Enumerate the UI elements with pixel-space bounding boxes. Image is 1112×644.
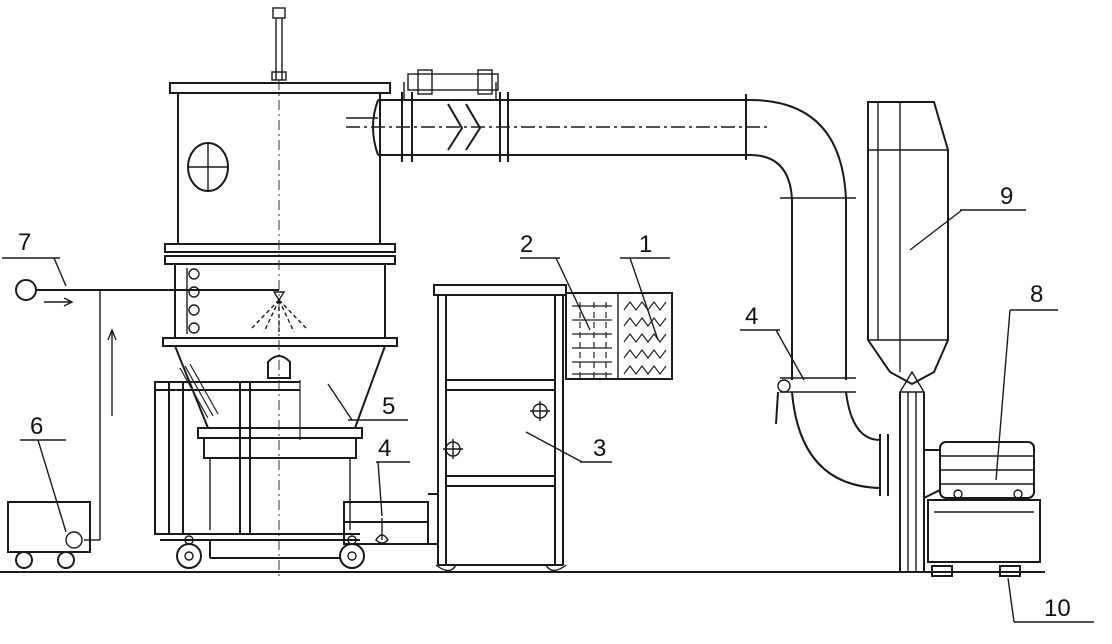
label-4-lower: 4: [378, 435, 391, 462]
fan-motor: [923, 441, 1041, 577]
exhaust-duct: [346, 69, 889, 496]
air-handling-cabinet: [428, 284, 567, 572]
label-7: 7: [18, 229, 31, 256]
product-trolley: [154, 363, 365, 569]
label-9: 9: [1000, 183, 1013, 210]
wheel-icon: [15, 551, 33, 569]
wheel-icon: [339, 543, 365, 569]
label-4-upper: 4: [745, 303, 758, 330]
exhaust-silencer: [867, 101, 949, 572]
label-3: 3: [593, 435, 606, 462]
filter-bank: [565, 292, 673, 380]
label-10: 10: [1044, 595, 1071, 622]
filter-primary-hatching: [572, 302, 612, 378]
filter-secondary-hatching: [623, 301, 667, 375]
dryer-tower: [162, 7, 398, 576]
label-2: 2: [520, 231, 533, 258]
label-1: 1: [639, 231, 652, 258]
label-6: 6: [30, 413, 43, 440]
wheel-icon: [57, 551, 75, 569]
valve-lower: [343, 501, 429, 545]
label-5: 5: [382, 393, 395, 420]
spray-nozzle-icon: [251, 291, 307, 334]
leader-lines: [2, 209, 1094, 623]
label-8: 8: [1030, 281, 1043, 308]
feed-pump-cart: [7, 501, 91, 569]
feed-line: [15, 279, 279, 541]
wheel-icon: [176, 543, 202, 569]
side-ports: [186, 268, 200, 334]
